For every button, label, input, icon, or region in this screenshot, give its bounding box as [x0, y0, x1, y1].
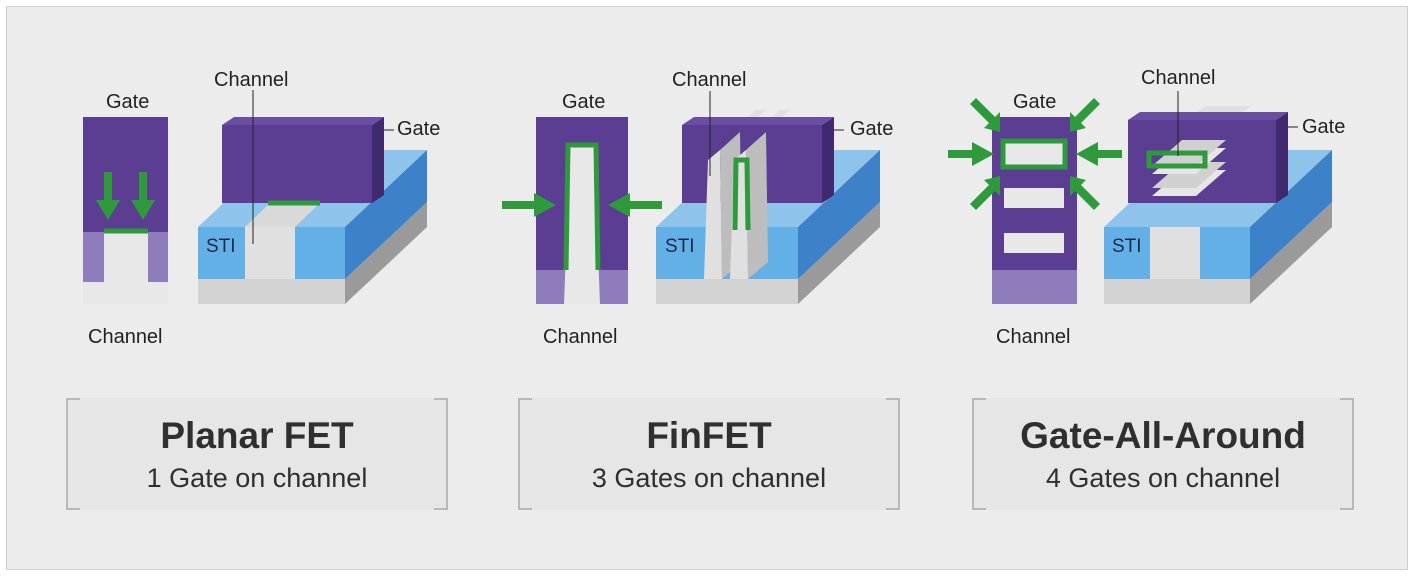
finfet-cross-section: [502, 117, 662, 304]
planar-cross-section: [83, 117, 168, 304]
planar-3d-channel-label: Channel: [214, 69, 289, 91]
gaa-3d-device: [1104, 91, 1332, 304]
planar-gate-label: Gate: [106, 91, 149, 113]
gaa-arrow-right: [1076, 142, 1122, 166]
planar-fet-title: Planar FET: [160, 415, 354, 456]
planar-gate-block: [83, 117, 168, 232]
planar-down-arrow-left: [96, 172, 120, 220]
gaa-cross-section: [948, 98, 1122, 304]
gaa-subtitle: 4 Gates on channel: [1045, 463, 1281, 493]
planar-channel-label: Channel: [88, 326, 163, 348]
finfet-channel-label: Channel: [543, 326, 618, 348]
planar-3d-device: [198, 90, 427, 304]
finfet-subtitle: 3 Gates on channel: [591, 463, 827, 493]
gaa-arrow-top-left: [970, 98, 1000, 132]
finfet-3d-gate-label: Gate: [850, 118, 893, 140]
finfet-3d-device: [656, 91, 880, 304]
planar-down-arrow-right: [131, 172, 155, 220]
gaa-3d-gate-label: Gate: [1302, 116, 1345, 138]
finfet-left-arrow: [608, 193, 662, 217]
planar-channel-region: [104, 232, 148, 282]
finfet-gate-label: Gate: [562, 91, 605, 113]
planar-fet-caption: Planar FET 1 Gate on channel: [66, 398, 448, 510]
gaa-arrow-bottom-right: [1070, 176, 1100, 210]
gaa-title: Gate-All-Around: [1020, 415, 1306, 456]
gaa-channel-label: Channel: [996, 326, 1071, 348]
finfet-right-arrow: [502, 193, 556, 217]
finfet-title: FinFET: [646, 415, 772, 456]
gaa-arrow-left: [948, 142, 994, 166]
planar-sti-label: STI: [206, 236, 236, 257]
planar-substrate: [83, 282, 168, 304]
gaa-arrow-bottom-left: [970, 176, 1000, 210]
planar-fet-subtitle: 1 Gate on channel: [146, 463, 368, 493]
finfet-caption: FinFET 3 Gates on channel: [518, 398, 900, 510]
gaa-arrow-top-right: [1070, 98, 1100, 132]
planar-3d-gate-label: Gate: [397, 118, 440, 140]
gaa-gate-label: Gate: [1013, 91, 1056, 113]
finfet-sti-label: STI: [665, 236, 695, 257]
finfet-3d-channel-label: Channel: [672, 69, 747, 91]
gaa-sti-label: STI: [1112, 236, 1142, 257]
gaa-caption: Gate-All-Around 4 Gates on channel: [972, 398, 1354, 510]
gaa-3d-channel-label: Channel: [1141, 67, 1216, 89]
